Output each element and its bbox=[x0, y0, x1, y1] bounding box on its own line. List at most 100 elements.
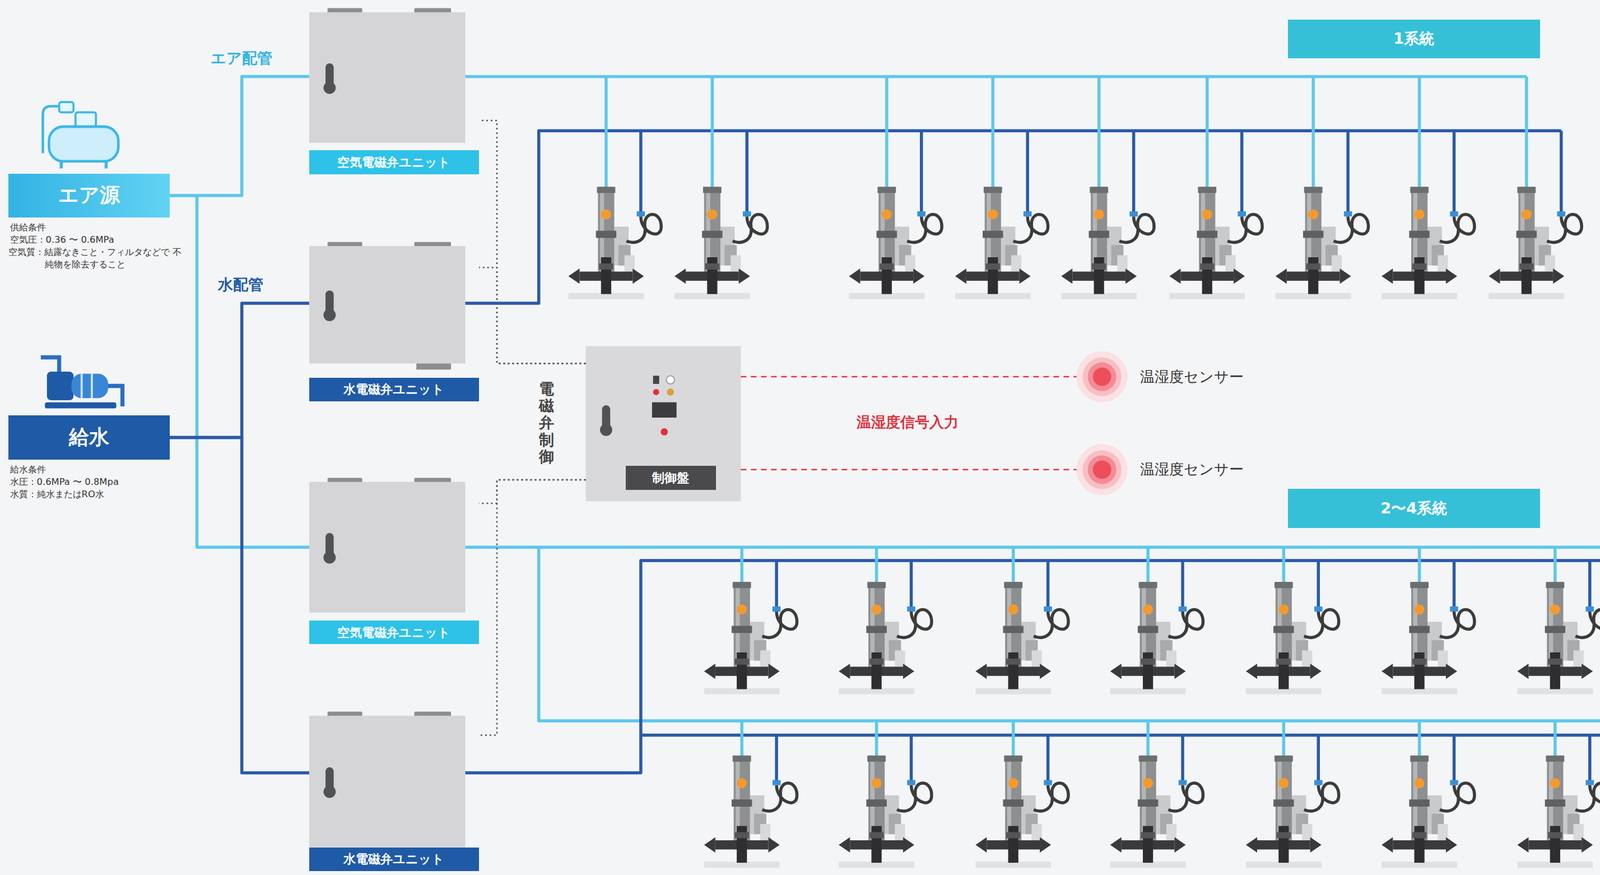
nozzle-tip bbox=[1445, 268, 1458, 284]
nozzle-part bbox=[876, 230, 897, 239]
sensor-glow bbox=[1092, 367, 1112, 386]
nozzle-part bbox=[597, 186, 616, 193]
nozzle-tip bbox=[1445, 663, 1458, 679]
nozzle-tip bbox=[1445, 836, 1458, 853]
nozzle-part bbox=[1002, 798, 1023, 807]
water-connector bbox=[169, 436, 310, 772]
nozzle-unit bbox=[955, 186, 1049, 299]
unit-housing bbox=[309, 12, 466, 143]
sensor-glow bbox=[1092, 459, 1112, 479]
nozzle-tip bbox=[1245, 836, 1258, 853]
water-drop bbox=[919, 130, 923, 214]
indicator bbox=[653, 375, 660, 384]
nozzle-tip bbox=[913, 268, 925, 284]
air-drop bbox=[740, 720, 743, 757]
hose bbox=[1333, 214, 1369, 243]
nozzle-part bbox=[1585, 779, 1595, 785]
display bbox=[652, 402, 677, 418]
air-drop bbox=[1311, 76, 1315, 189]
unit-housing bbox=[309, 245, 466, 364]
nozzle-part bbox=[1304, 186, 1323, 193]
nozzle-part bbox=[636, 211, 646, 217]
nozzle-tip bbox=[1310, 663, 1322, 679]
nozzle-tip bbox=[1552, 268, 1565, 284]
nozzle-tip bbox=[1517, 663, 1529, 679]
air-pipe bbox=[465, 75, 1527, 78]
water-drop bbox=[1046, 560, 1050, 609]
air-drop bbox=[1417, 76, 1421, 189]
water-drop bbox=[1452, 130, 1456, 214]
air-drop bbox=[1417, 720, 1421, 757]
nozzle-part bbox=[1308, 208, 1319, 220]
air-pipe bbox=[465, 545, 1600, 549]
nozzle-part bbox=[1449, 606, 1459, 612]
thermometer-bulb bbox=[323, 81, 336, 95]
nozzle-part bbox=[1140, 658, 1156, 665]
nozzle-tip bbox=[1245, 663, 1258, 679]
nozzle-part bbox=[1585, 606, 1595, 612]
nozzle-tip bbox=[1110, 663, 1122, 679]
air-drop bbox=[1011, 720, 1015, 757]
air-drop bbox=[1146, 546, 1150, 583]
nozzle-part bbox=[1414, 777, 1425, 788]
nozzle-part bbox=[1003, 755, 1023, 762]
air-drop bbox=[1282, 720, 1286, 757]
nozzle-part bbox=[1043, 779, 1053, 785]
nozzle-part bbox=[1138, 755, 1158, 762]
nozzle-unit bbox=[1517, 581, 1600, 694]
nozzle-part bbox=[1278, 603, 1289, 615]
sig-connector bbox=[740, 468, 1077, 471]
nozzle-part bbox=[1197, 230, 1218, 239]
nozzle-unit bbox=[1381, 581, 1475, 694]
nozzle-part bbox=[1197, 186, 1217, 193]
nozzle-part bbox=[736, 825, 747, 863]
nozzle-part bbox=[1303, 230, 1324, 239]
nozzle-part bbox=[1178, 779, 1188, 785]
nozzle-part bbox=[1276, 658, 1292, 665]
nozzle-part bbox=[983, 186, 1003, 193]
hose bbox=[1033, 782, 1069, 811]
unit-art bbox=[309, 477, 466, 612]
nozzle-part bbox=[598, 263, 614, 270]
water-drop bbox=[1452, 734, 1456, 782]
nozzle-part bbox=[1089, 186, 1109, 193]
hose bbox=[1439, 214, 1475, 243]
nozzle-part bbox=[705, 263, 720, 270]
nozzle-part bbox=[1202, 257, 1213, 295]
water-drop bbox=[1025, 130, 1029, 214]
nozzle-tip bbox=[1581, 663, 1593, 679]
nozzle-part bbox=[1547, 658, 1563, 665]
nozzle-tip bbox=[1233, 268, 1245, 284]
nozzle-part bbox=[987, 208, 998, 220]
air-drop bbox=[1146, 720, 1150, 757]
air-connector bbox=[169, 76, 310, 196]
nozzle-tip bbox=[1125, 268, 1137, 284]
indicator bbox=[653, 388, 660, 395]
nozzle-part bbox=[866, 798, 887, 807]
nozzle-tip bbox=[704, 836, 716, 853]
indicator bbox=[666, 375, 675, 384]
nozzle-unit bbox=[568, 186, 662, 299]
water-pipe bbox=[465, 560, 1600, 773]
node-label: 給水 bbox=[8, 415, 170, 459]
nozzle-tip bbox=[838, 663, 850, 679]
nozzle-part bbox=[871, 652, 882, 690]
system-band: 2〜4系統 bbox=[1287, 488, 1541, 528]
nozzle-part bbox=[1414, 652, 1425, 690]
air-drop bbox=[604, 76, 608, 189]
nozzle-tip bbox=[1381, 836, 1393, 853]
node-label: 温湿度センサー bbox=[1140, 443, 1244, 495]
nozzle-part bbox=[1200, 263, 1215, 270]
sensor-glow bbox=[1087, 362, 1117, 392]
hose bbox=[1033, 608, 1069, 637]
nozzle-part bbox=[1516, 230, 1537, 239]
sensor-glow bbox=[1082, 357, 1122, 397]
vertical-label: 電磁弁制御 bbox=[538, 380, 555, 465]
nozzle-tip bbox=[768, 663, 780, 679]
nozzle-tip bbox=[1169, 268, 1181, 284]
nozzle-part bbox=[1006, 831, 1021, 838]
nozzle-part bbox=[736, 652, 747, 690]
hose bbox=[626, 214, 662, 243]
nozzle-tip bbox=[955, 268, 967, 284]
nozzle-part bbox=[734, 831, 750, 838]
